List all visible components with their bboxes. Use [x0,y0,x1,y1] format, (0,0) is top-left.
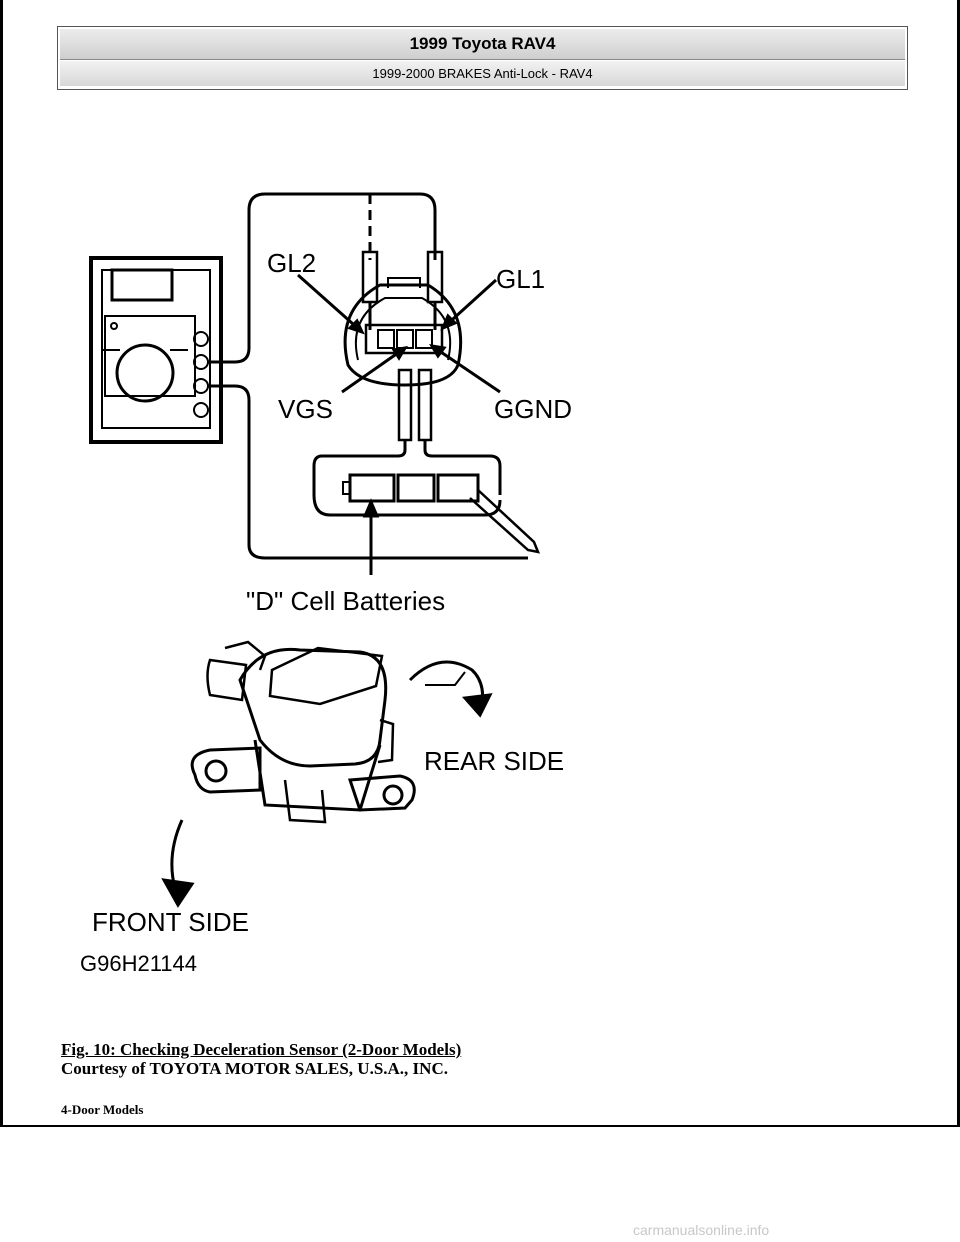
watermark: carmanualsonline.info [633,1222,770,1238]
label-front-side: FRONT SIDE [92,907,249,937]
label-gl2: GL2 [267,248,316,278]
deceleration-sensor-diagram: GL2 GL1 VGS GGND "D" Cell Batteries REAR… [80,192,572,976]
header-subtitle: 1999-2000 BRAKES Anti-Lock - RAV4 [60,61,905,86]
label-vgs: VGS [278,394,333,424]
figure-code: G96H21144 [80,951,197,976]
figure-caption-title[interactable]: Fig. 10: Checking Deceleration Sensor (2… [61,1040,462,1059]
figure-caption-credit: Courtesy of TOYOTA MOTOR SALES, U.S.A., … [61,1059,448,1078]
d-cell-batteries [312,473,502,517]
multimeter [89,256,223,444]
section-heading: 4-Door Models [61,1102,144,1117]
page-border-bottom [0,1125,960,1127]
document-header: 1999 Toyota RAV4 1999-2000 BRAKES Anti-L… [57,26,908,90]
label-gl1: GL1 [496,264,545,294]
label-batteries: "D" Cell Batteries [246,586,445,616]
page-border-left [0,0,3,1127]
page-border-right [957,0,960,1127]
header-title: 1999 Toyota RAV4 [60,29,905,60]
sensor-connector [343,277,463,387]
deceleration-sensor [190,640,416,824]
label-rear-side: REAR SIDE [424,746,564,776]
label-ggnd: GGND [494,394,572,424]
